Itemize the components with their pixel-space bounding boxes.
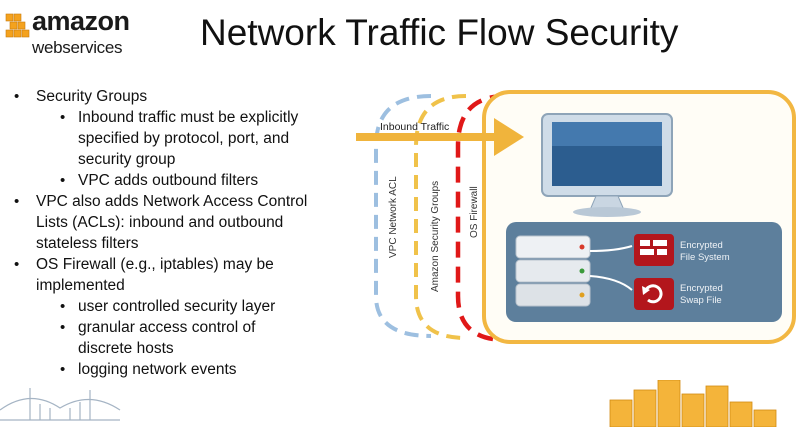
sub-bullet-granular-access: granular access control of <box>12 317 372 338</box>
aws-cubes-decoration <box>609 380 777 427</box>
bridge-illustration <box>0 388 121 421</box>
bullet-continuation: stateless filters <box>36 235 139 252</box>
sub-bullet-inbound-traffic: Inbound traffic must be explicitly <box>12 107 372 128</box>
sub-bullet-continuation: specified by protocol, port, and <box>78 130 290 147</box>
sub-bullet-logging: logging network events <box>12 359 372 380</box>
security-groups-label: Amazon Security Groups <box>430 181 441 292</box>
bullet-list: Security Groups Inbound traffic must be … <box>12 86 372 380</box>
bullet-vpc-nacl: VPC also adds Network Access Control <box>12 191 372 212</box>
os-firewall-label: OS Firewall <box>469 186 480 238</box>
sub-bullet-user-controlled: user controlled security layer <box>12 296 372 317</box>
inbound-arrow <box>356 118 524 156</box>
sub-bullet-continuation: discrete hosts <box>78 340 174 357</box>
inbound-traffic-label: Inbound Traffic <box>380 121 449 133</box>
aws-cubes-icon <box>5 13 30 38</box>
aws-logo: amazon webservices <box>4 4 130 60</box>
encrypted-swap-file-icon <box>634 278 674 310</box>
encrypted-fs-label-2: File System <box>680 252 730 263</box>
bullet-os-firewall: OS Firewall (e.g., iptables) may be <box>12 254 372 275</box>
server-stack-icon <box>515 235 633 307</box>
traffic-flow-diagram: Inbound Traffic VPC Network ACL Amazon S… <box>356 90 796 344</box>
bottom-decoration <box>0 380 777 427</box>
encrypted-swap-label-1: Encrypted <box>680 283 723 294</box>
monitor-icon <box>541 113 673 217</box>
logo-text-webservices: webservices <box>32 38 123 57</box>
encrypted-file-system-icon <box>634 234 674 266</box>
encrypted-fs-label-1: Encrypted <box>680 240 723 251</box>
bullet-continuation: implemented <box>36 277 125 294</box>
security-groups-boundary <box>414 94 467 340</box>
slide-title: Network Traffic Flow Security <box>200 12 679 53</box>
vpc-acl-boundary <box>374 94 432 338</box>
logo-text-amazon: amazon <box>32 6 130 36</box>
sub-bullet-vpc-outbound: VPC adds outbound filters <box>12 170 372 191</box>
bullet-continuation: Lists (ACLs): inbound and outbound <box>36 214 284 231</box>
vpc-acl-label: VPC Network ACL <box>388 176 399 258</box>
sub-bullet-continuation: security group <box>78 151 176 168</box>
bullet-security-groups: Security Groups <box>12 86 372 107</box>
encrypted-swap-label-2: Swap File <box>680 295 722 306</box>
os-firewall-boundary <box>455 93 507 343</box>
